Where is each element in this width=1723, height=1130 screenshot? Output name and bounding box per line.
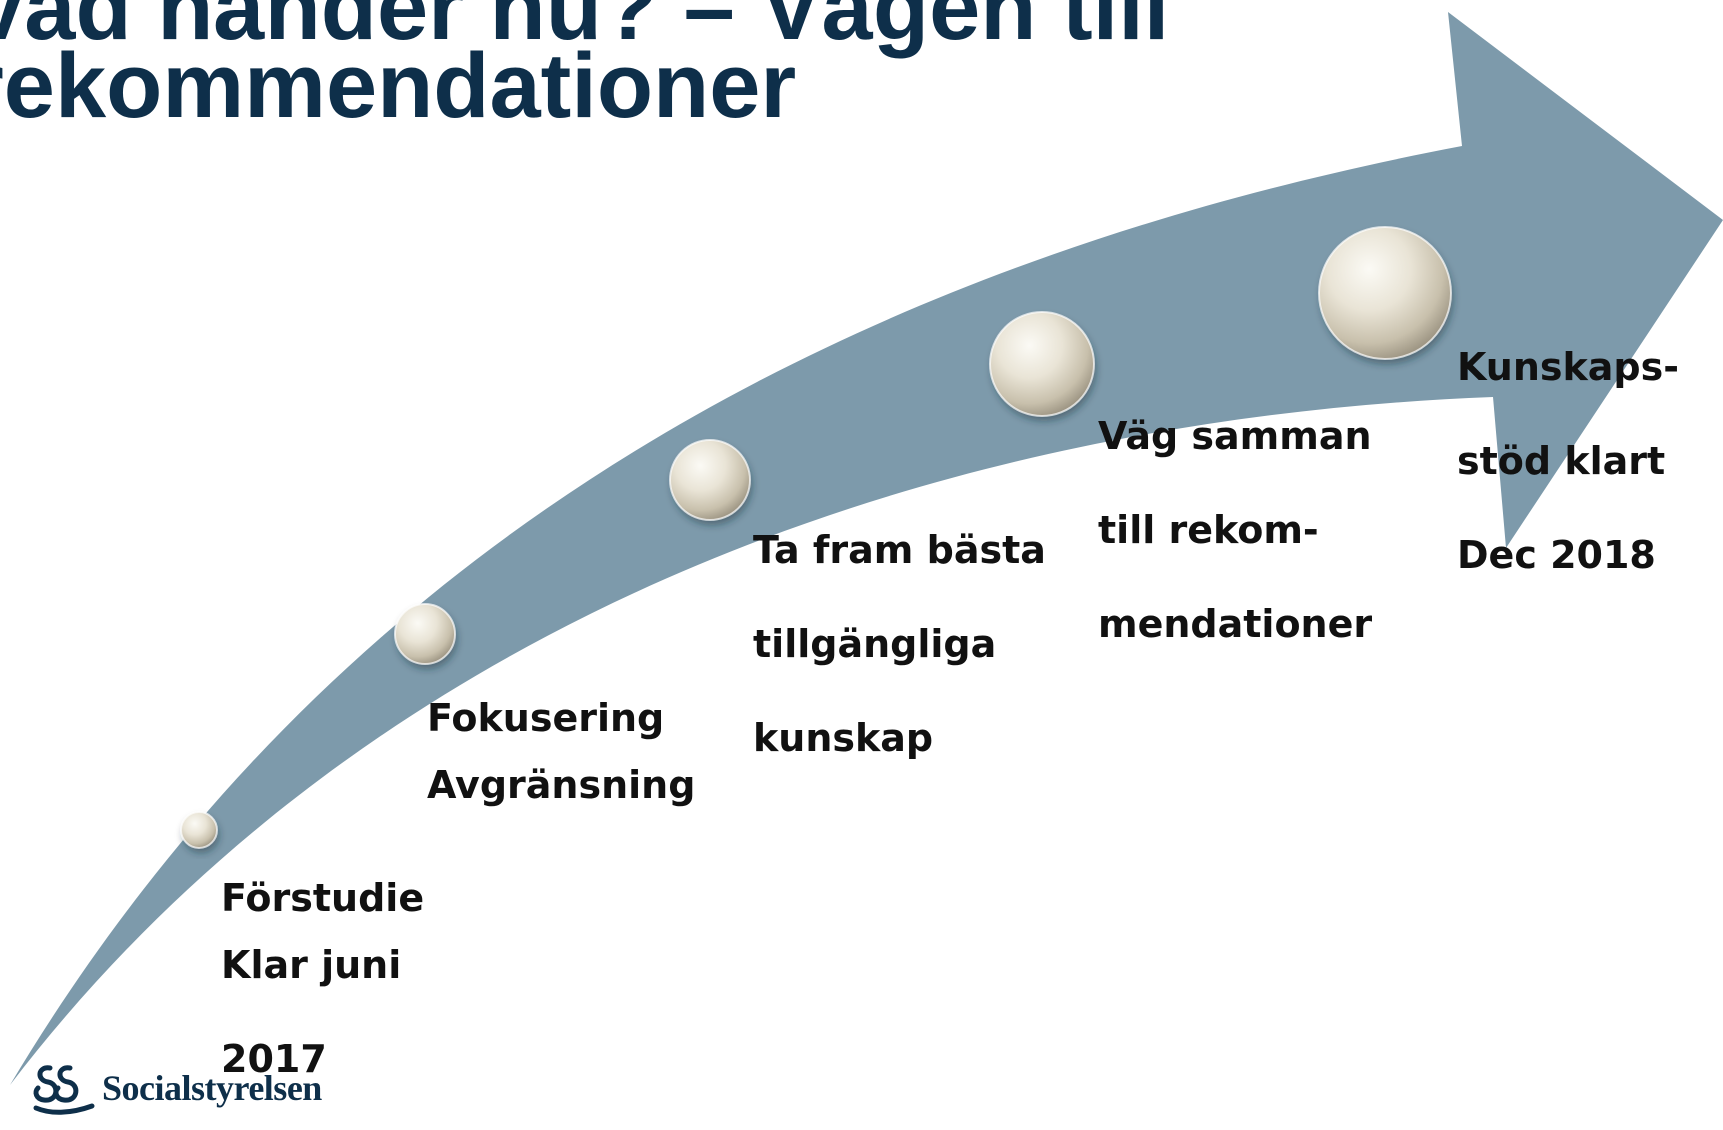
step-3-line-2: tillgängliga [753,622,997,666]
step-5-line-2: stöd klart [1457,439,1666,483]
milestone-marker-2 [394,603,456,665]
logo-text: Socialstyrelsen [102,1068,322,1108]
slide-title-line-2: rekommendationer [0,35,797,137]
step-4-line-1: Väg samman [1098,414,1372,458]
milestone-marker-3 [669,439,751,521]
step-3-line-3: kunskap [753,716,934,760]
step-1-detail: Klar juni 2017 [221,895,401,1130]
step-2-detail: Avgränsning [427,715,695,856]
curved-arrow-shape [10,12,1723,1085]
step-4-line-3: mendationer [1098,602,1373,646]
step-3-label: Ta fram bästa tillgängliga kunskap [753,480,1046,809]
milestone-marker-1 [180,811,218,849]
step-1-detail-line-2: 2017 [221,1037,327,1081]
logo-emblem-icon [33,1065,95,1115]
slide-title-line-1: Vad händer nu? – Vägen till [0,0,1170,59]
step-4-label: Väg samman till rekom- mendationer [1098,366,1372,695]
step-1-line-1: Förstudie [221,876,425,920]
step-1-label: Förstudie [221,828,424,969]
step-2-detail-line-1: Avgränsning [427,763,696,807]
step-4-line-2: till rekom- [1098,508,1319,552]
step-5-line-1: Kunskaps- [1457,345,1680,389]
step-1-detail-line-1: Klar juni [221,943,402,987]
step-5-line-3: Dec 2018 [1457,533,1656,577]
milestone-marker-4 [989,311,1095,417]
step-3-line-1: Ta fram bästa [753,528,1046,572]
socialstyrelsen-logo: Socialstyrelsen [30,1058,322,1118]
step-2-line-1: Fokusering [427,696,665,740]
step-2-label: Fokusering [427,648,664,789]
milestone-marker-5 [1318,226,1452,360]
step-5-label: Kunskaps- stöd klart Dec 2018 [1457,297,1679,626]
